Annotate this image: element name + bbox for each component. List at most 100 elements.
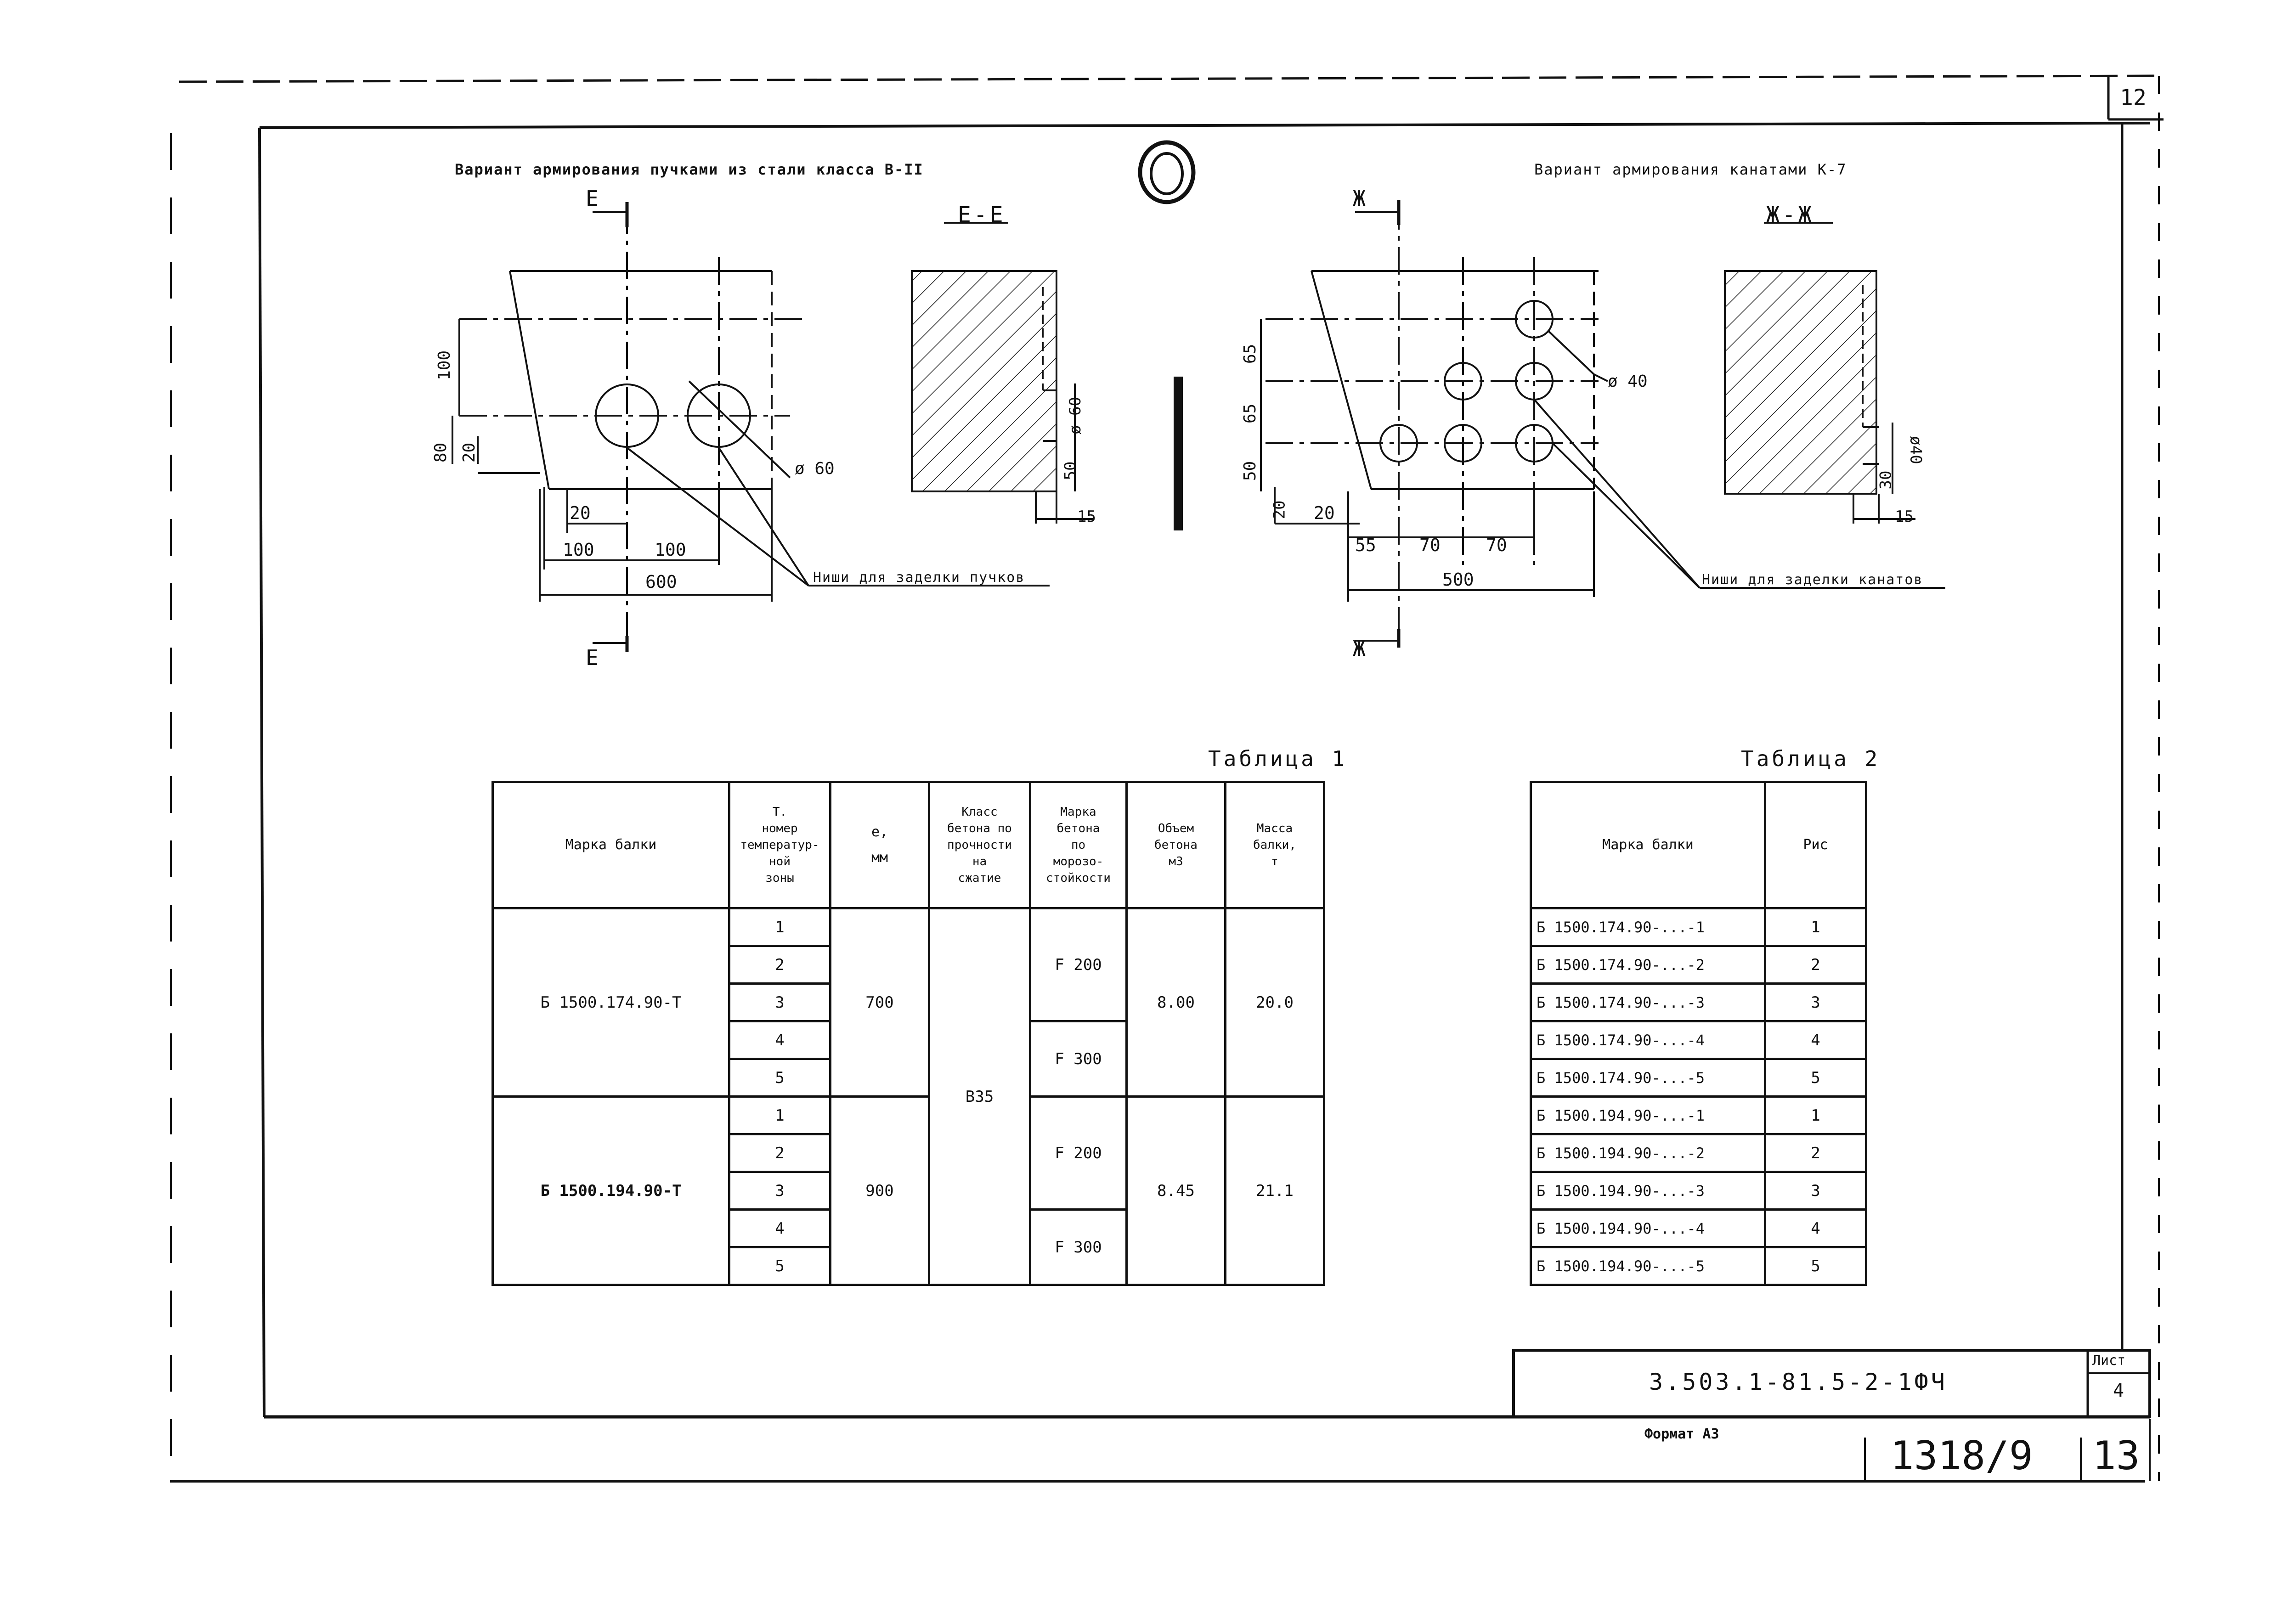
table2-mark-cell: Б 1500.194.90-...-1 [1530, 1095, 1766, 1135]
table1-e-cell: 900 [829, 1095, 930, 1286]
left-section-mark-bottom: Е [586, 645, 599, 670]
right-elevation [1260, 200, 1945, 652]
left-hole-diameter: ø 60 [795, 459, 835, 478]
table2-header-mark: Марка балки [1530, 781, 1766, 909]
stamp-number: 1318/9 [1890, 1433, 2033, 1479]
table1-zone-cell: 5 [728, 1246, 831, 1286]
table1-zone-cell: 3 [728, 982, 831, 1022]
center-bar [1174, 377, 1183, 530]
right-section-mark-top: Ж [1353, 186, 1366, 211]
table1-zone-cell: 4 [728, 1020, 831, 1060]
table1-caption: Таблица 1 [1208, 746, 1348, 771]
table2-caption: Таблица 2 [1741, 746, 1881, 771]
left-elevation [452, 202, 1050, 652]
table1-concrete-class-cell: В35 [928, 907, 1031, 1286]
left-section-dim-15: 15 [1077, 508, 1096, 526]
left-section-title: Е-Е [958, 202, 1006, 228]
document-code: 3.503.1-81.5-2-1ФЧ [1649, 1369, 1948, 1395]
left-dim-80: 80 [431, 442, 451, 463]
right-dim-65-a: 65 [1241, 344, 1260, 364]
table1-zone-cell: 4 [728, 1208, 831, 1248]
table1-zone-cell: 3 [728, 1171, 831, 1211]
table2-mark-cell: Б 1500.194.90-...-2 [1530, 1133, 1766, 1173]
table2-mark-cell: Б 1500.174.90-...-4 [1530, 1020, 1766, 1060]
table1-zone-cell: 2 [728, 1133, 831, 1173]
table2-zone-cell: 5 [1764, 1058, 1867, 1098]
table2-mark-cell: Б 1500.194.90-...-3 [1530, 1171, 1766, 1211]
right-dim-55: 55 [1355, 535, 1376, 555]
right-dim-20-vertical: 20 [1270, 500, 1289, 519]
right-dim-20-horizontal: 20 [1314, 503, 1335, 523]
table2-header-zone: Рис [1764, 781, 1867, 909]
right-caption: Вариант армирования канатами К-7 [1534, 161, 1847, 178]
right-section-diameter: ø40 [1906, 436, 1925, 464]
table2-mark-cell: Б 1500.174.90-...-3 [1530, 982, 1766, 1022]
left-dim-100-b: 100 [655, 540, 686, 560]
left-note: Ниши для заделки пучков [813, 570, 1025, 586]
table1-header-mark: Марка балки [491, 781, 730, 909]
left-dim-100-a: 100 [563, 540, 594, 560]
table1-volume-cell: 8.45 [1125, 1095, 1226, 1286]
table2-mark-cell: Б 1500.174.90-...-1 [1530, 907, 1766, 947]
right-dim-65-b: 65 [1241, 403, 1260, 424]
table1-header-e: е,мм [829, 781, 930, 909]
table1-volume-cell: 8.00 [1125, 907, 1226, 1098]
left-section [911, 222, 1093, 524]
table2-zone-cell: 4 [1764, 1208, 1867, 1248]
table2-zone-cell: 2 [1764, 1133, 1867, 1173]
table1-frost-cell: F 200 [1029, 907, 1128, 1022]
right-hole-diameter: ø 40 [1608, 372, 1648, 391]
table2-zone-cell: 1 [1764, 907, 1867, 947]
right-section-dim-15: 15 [1895, 508, 1914, 526]
left-dim-20-horizontal: 20 [570, 503, 591, 523]
table2-zone-cell: 4 [1764, 1020, 1867, 1060]
right-section-mark-bottom: Ж [1353, 636, 1366, 661]
table1-zone-cell: 2 [728, 945, 831, 985]
table1-e-cell: 700 [829, 907, 930, 1098]
right-dim-50: 50 [1241, 461, 1260, 481]
left-caption: Вариант армирования пучками из стали кла… [455, 161, 924, 178]
right-section [1724, 222, 1915, 524]
left-dim-20-vertical: 20 [460, 442, 479, 463]
left-dim-600: 600 [645, 572, 677, 592]
table1-zone-cell: 1 [728, 907, 831, 947]
sheet-label: Лист [2092, 1353, 2126, 1369]
table1-mass-cell: 21.1 [1224, 1095, 1325, 1286]
table2-mark-cell: Б 1500.174.90-...-5 [1530, 1058, 1766, 1098]
table2-mark-cell: Б 1500.194.90-...-5 [1530, 1246, 1766, 1286]
table1-frost-cell: F 200 [1029, 1095, 1128, 1211]
left-section-dim-50: 50 [1061, 461, 1080, 480]
table1-frost-cell: F 300 [1029, 1020, 1128, 1098]
left-section-mark-top: Е [586, 186, 599, 211]
right-dim-500: 500 [1442, 570, 1474, 590]
right-section-title: Ж-Ж [1766, 202, 1814, 228]
format-label: Формат А3 [1644, 1426, 1719, 1442]
table1-zone-cell: 5 [728, 1058, 831, 1098]
right-dim-70-a: 70 [1419, 535, 1441, 555]
right-section-dim-30: 30 [1876, 470, 1895, 490]
sheet-number: 4 [2113, 1380, 2124, 1401]
right-dim-70-b: 70 [1486, 535, 1507, 555]
table1-mass-cell: 20.0 [1224, 907, 1325, 1098]
table2-zone-cell: 1 [1764, 1095, 1867, 1135]
circle-mark [1138, 140, 1196, 204]
table2-zone-cell: 5 [1764, 1246, 1867, 1286]
table1-mark-cell: Б 1500.194.90-Т [491, 1095, 730, 1286]
table2-zone-cell: 3 [1764, 982, 1867, 1022]
table2-zone-cell: 3 [1764, 1171, 1867, 1211]
table2-zone-cell: 2 [1764, 945, 1867, 985]
table2-mark-cell: Б 1500.174.90-...-2 [1530, 945, 1766, 985]
left-section-diameter: ø 60 [1066, 397, 1085, 434]
left-dim-100: 100 [435, 350, 454, 381]
page-number: 13 [2092, 1433, 2140, 1479]
table1-zone-cell: 1 [728, 1095, 831, 1135]
table1-mark-cell: Б 1500.174.90-Т [491, 907, 730, 1098]
